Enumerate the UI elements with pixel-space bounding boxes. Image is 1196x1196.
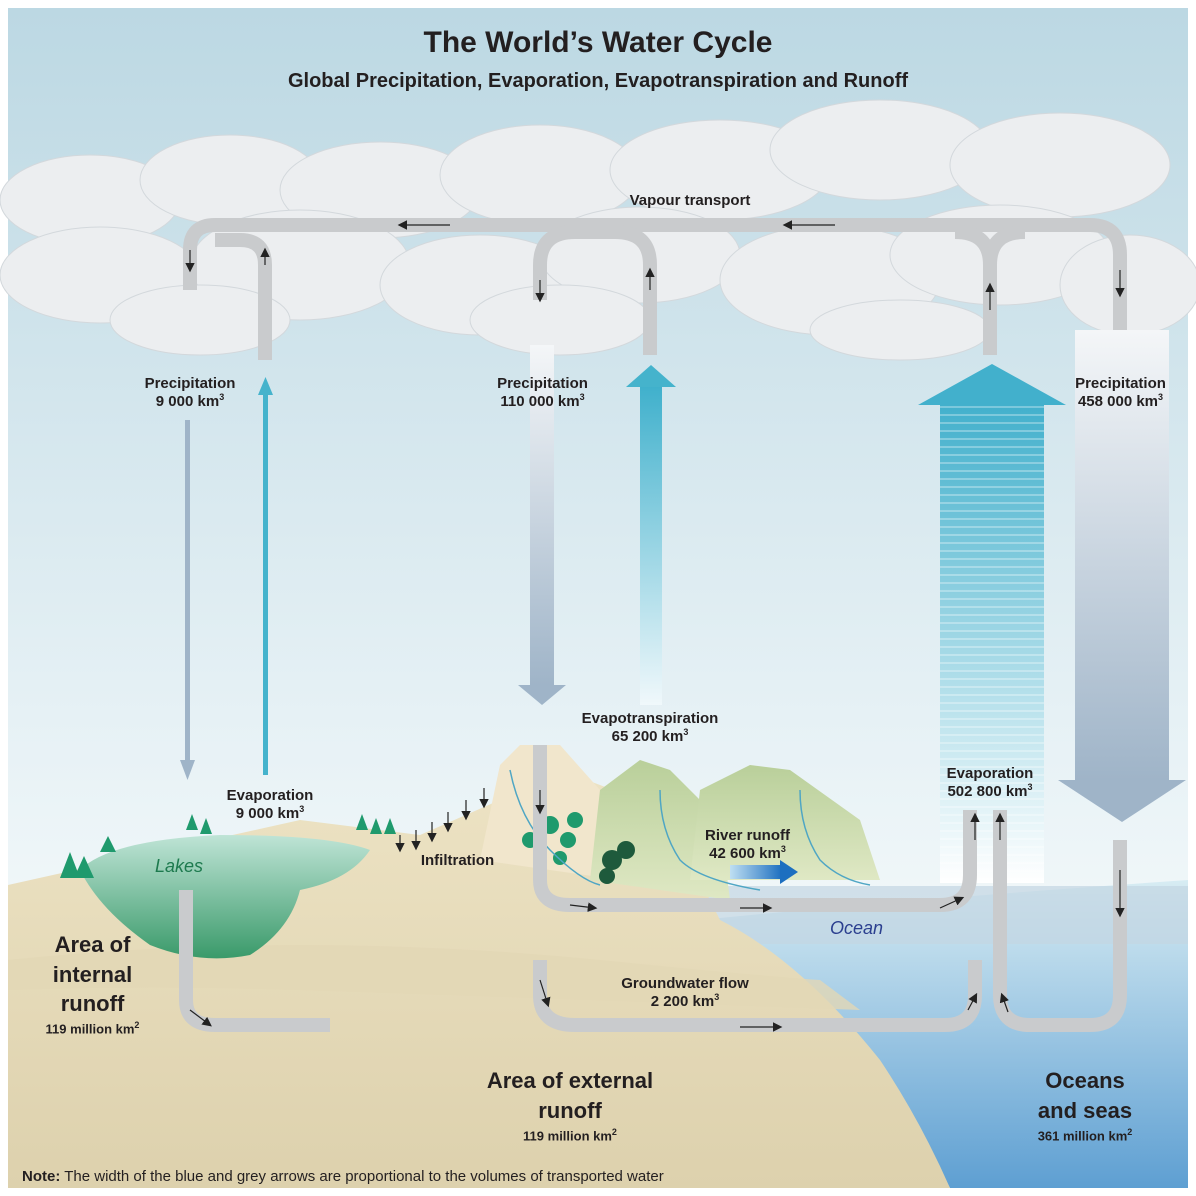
- unit-cube: 3: [299, 804, 305, 815]
- footnote: Note: The width of the blue and grey arr…: [22, 1168, 664, 1185]
- evapotranspiration-arrow: [626, 365, 676, 705]
- evapotranspiration-label: Evapotranspiration 65 200 km3: [545, 710, 755, 746]
- oceans-area-size: 361 million km2: [1000, 1127, 1170, 1144]
- unit-square: 2: [134, 1020, 140, 1030]
- unit-cube: 3: [1158, 392, 1164, 403]
- unit-cube: 3: [780, 844, 786, 855]
- ocean-precip-value: 458 000 km: [1077, 393, 1159, 411]
- river-runoff-value: 42 600 km: [709, 845, 781, 863]
- infiltration-arrows: [395, 788, 489, 853]
- internal-evap-arrow: [258, 377, 273, 775]
- internal-precip-arrow: [180, 420, 195, 780]
- evapotranspiration-title: Evapotranspiration: [581, 710, 719, 727]
- internal-evap-title: Evaporation: [226, 787, 314, 804]
- unit-cube: 3: [714, 992, 720, 1003]
- river-runoff-label: River runoff 42 600 km3: [675, 827, 820, 863]
- external-area-line1: Area of external: [486, 1068, 654, 1093]
- internal-evap-value: 9 000 km: [235, 805, 300, 823]
- hill-green-2: [690, 765, 880, 880]
- ocean-evap-label: Evaporation 502 800 km3: [915, 765, 1065, 801]
- ocean-evap-title: Evaporation: [946, 765, 1034, 782]
- page-subtitle: Global Precipitation, Evaporation, Evapo…: [287, 70, 909, 92]
- ocean-area: [700, 880, 1188, 1188]
- ocean-evap-arrow: [918, 364, 1066, 883]
- page-title: The World’s Water Cycle: [423, 26, 773, 59]
- unit-cube: 3: [579, 392, 585, 403]
- internal-area-size: 119 million km2: [20, 1020, 165, 1037]
- vapour-transport-label: Vapour transport: [629, 192, 751, 209]
- footnote-prefix: Note:: [22, 1168, 61, 1185]
- ocean-surface-band: [700, 886, 1188, 944]
- external-area-size: 119 million km2: [440, 1127, 700, 1144]
- external-area-size-value: 119 million km: [523, 1128, 612, 1144]
- internal-precip-label: Precipitation 9 000 km3: [100, 375, 280, 411]
- unit-square: 2: [611, 1127, 617, 1137]
- vapour-transport-tube: [183, 218, 1127, 360]
- vapour-arrowheads: [185, 220, 1125, 310]
- ocean-precip-title: Precipitation: [1075, 375, 1166, 392]
- oceans-area-size-value: 361 million km: [1037, 1128, 1128, 1144]
- ocean-label: Ocean: [830, 918, 884, 938]
- internal-evap-label: Evaporation 9 000 km3: [190, 787, 350, 823]
- oceans-area-line2: and seas: [1037, 1097, 1133, 1123]
- river-runoff-arrow: [730, 860, 798, 884]
- oceans-area-line1: Oceans: [1045, 1068, 1125, 1093]
- groundwater-label: Groundwater flow 2 200 km3: [585, 975, 785, 1011]
- infiltration-label: Infiltration: [420, 852, 495, 869]
- internal-area-line1: Area of: [54, 932, 131, 957]
- unit-square: 2: [1127, 1127, 1133, 1137]
- groundwater-value: 2 200 km: [650, 993, 715, 1011]
- external-precip-value: 110 000 km: [500, 393, 580, 411]
- internal-area-line3: runoff: [60, 991, 125, 1017]
- ocean-precip-label: Precipitation 458 000 km3: [1048, 375, 1193, 411]
- groundwater-title: Groundwater flow: [621, 975, 749, 992]
- oceans-area-label: Oceans and seas: [1000, 1066, 1170, 1125]
- external-area-line2: runoff: [538, 1097, 602, 1123]
- ocean-precip-arrow: [1058, 330, 1186, 822]
- external-precip-label: Precipitation 110 000 km3: [460, 375, 625, 411]
- external-precip-title: Precipitation: [497, 375, 588, 392]
- land-strata: [8, 945, 860, 1010]
- evapotranspiration-value: 65 200 km: [611, 728, 684, 746]
- ocean-evap-value: 502 800 km: [947, 783, 1028, 801]
- unit-cube: 3: [1027, 782, 1033, 793]
- lakes-label: Lakes: [155, 856, 204, 876]
- internal-area-line2: internal: [52, 961, 133, 987]
- internal-area-size-value: 119 million km: [45, 1021, 135, 1037]
- rivers: [509, 769, 871, 891]
- internal-area-label: Area of internal runoff: [20, 930, 165, 1019]
- external-area-label: Area of external runoff: [440, 1066, 700, 1125]
- runoff-arrowheads: [189, 790, 1125, 1032]
- internal-precip-title: Precipitation: [144, 375, 236, 392]
- unit-cube: 3: [219, 392, 225, 403]
- river-runoff-title: River runoff: [704, 827, 790, 844]
- internal-precip-value: 9 000 km: [155, 393, 220, 411]
- mountain-snow: [480, 745, 620, 880]
- external-precip-arrow: [518, 345, 566, 705]
- lake: [80, 835, 370, 959]
- unit-cube: 3: [683, 727, 689, 738]
- footnote-text: The width of the blue and grey arrows ar…: [60, 1168, 664, 1185]
